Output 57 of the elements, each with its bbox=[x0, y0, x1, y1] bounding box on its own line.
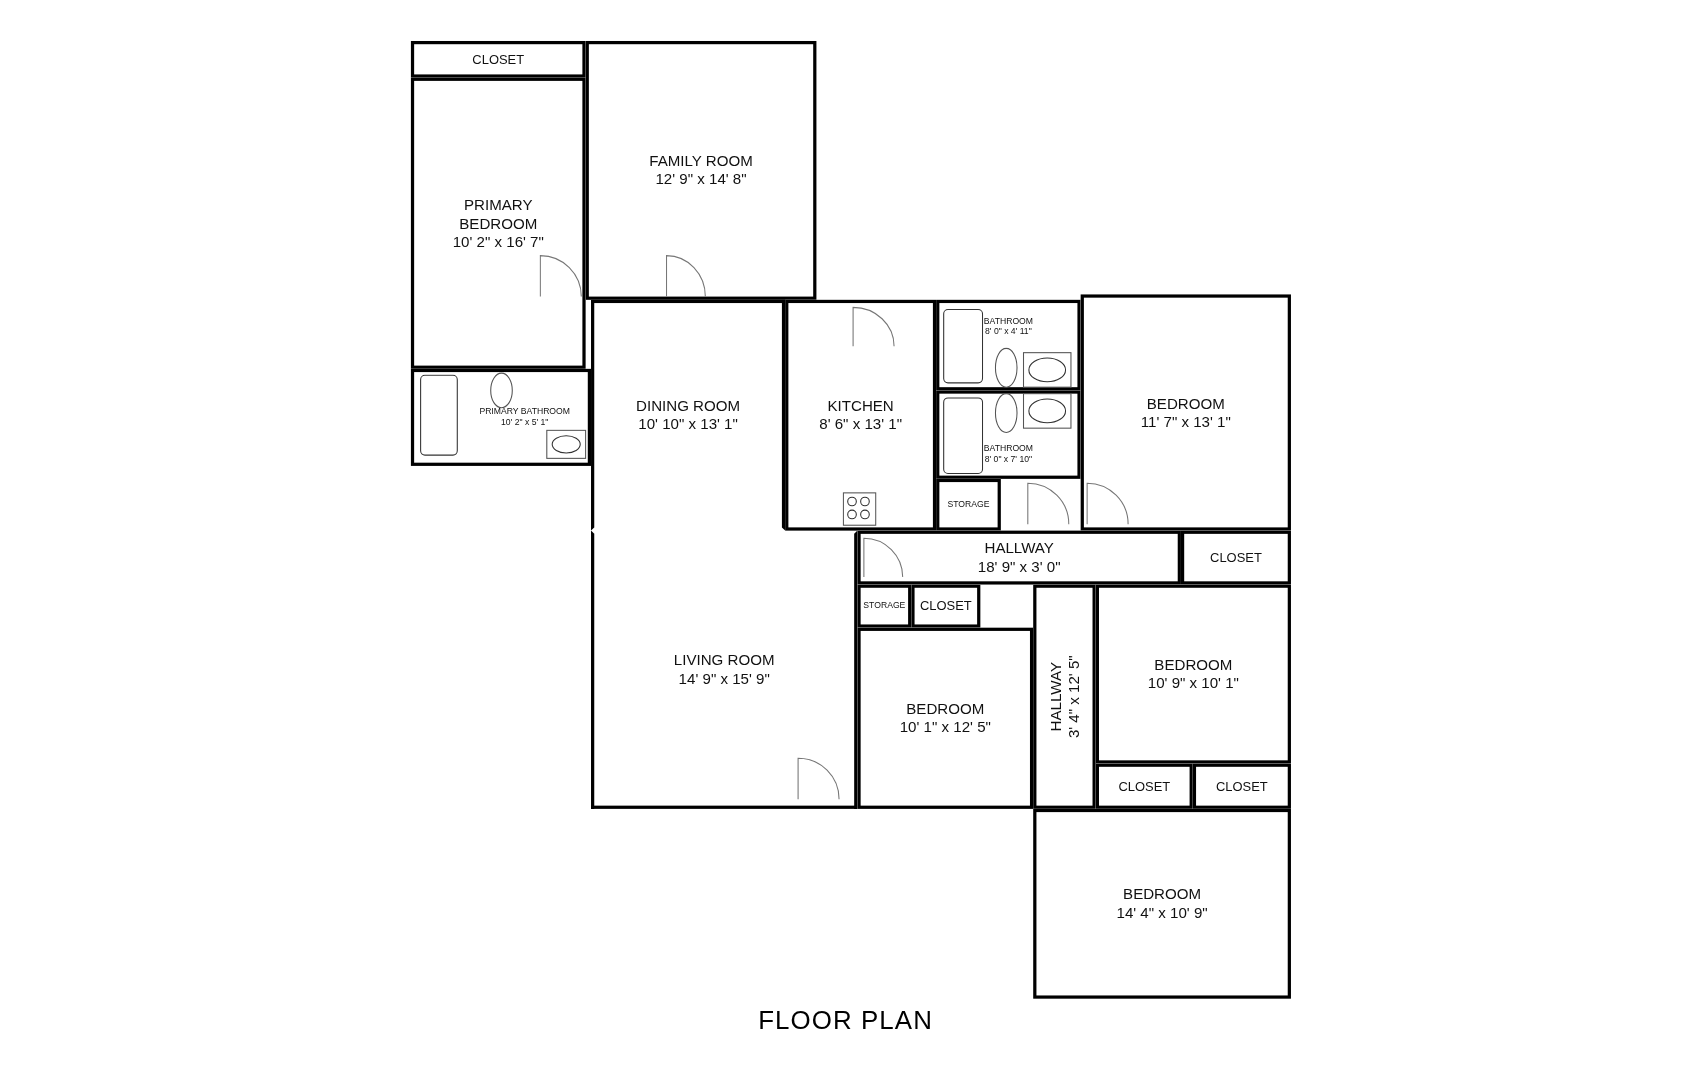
room-dimensions: 10' 1" x 12' 5" bbox=[899, 718, 991, 737]
room-dimensions: 10' 9" x 10' 1" bbox=[1147, 674, 1239, 693]
room-outline bbox=[410, 77, 586, 369]
room-name: CLOSET bbox=[1210, 548, 1262, 567]
room-dimensions: 10' 10" x 13' 1" bbox=[638, 415, 738, 434]
room-outline bbox=[1033, 584, 1096, 809]
room-name: BATHROOM bbox=[983, 443, 1033, 455]
room-outline bbox=[1033, 808, 1291, 999]
room-name: HALLWAY bbox=[984, 539, 1054, 558]
room-name: DINING ROOM bbox=[636, 396, 741, 416]
room-outline bbox=[1095, 763, 1193, 809]
room-outline bbox=[591, 530, 858, 809]
room-outline bbox=[585, 41, 817, 300]
room-name: CLOSET bbox=[919, 597, 972, 616]
room-dimensions: 8' 0" x 7' 10" bbox=[984, 454, 1033, 465]
room-dimensions: 14' 9" x 15' 9" bbox=[678, 669, 770, 689]
room-name: CLOSET bbox=[1118, 777, 1171, 796]
room-outline bbox=[936, 478, 1001, 531]
room-outline bbox=[591, 299, 786, 531]
room-name: HALLWAY bbox=[1046, 661, 1065, 734]
room-dimensions: 8' 0" x 4' 11" bbox=[985, 326, 1032, 338]
room-outline bbox=[936, 390, 1081, 479]
room-name: FAMILY ROOM bbox=[649, 152, 753, 171]
room-outline bbox=[785, 299, 937, 531]
room-name: BATHROOM bbox=[983, 316, 1033, 327]
room-name: CLOSET bbox=[1216, 777, 1268, 796]
room-name: STORAGE bbox=[863, 600, 906, 612]
room-outline bbox=[1180, 530, 1291, 585]
plan-caption: FLOOR PLAN bbox=[758, 1005, 933, 1035]
room-dimensions: 10' 2" x 5' 1" bbox=[501, 417, 549, 429]
room-name: STORAGE bbox=[947, 499, 990, 511]
room-name: BEDROOM bbox=[1146, 394, 1225, 413]
room-outline bbox=[410, 368, 591, 466]
room-outline bbox=[857, 530, 1181, 585]
room-outline bbox=[1095, 584, 1291, 764]
room-outline bbox=[857, 627, 1034, 809]
room-outline bbox=[857, 584, 912, 628]
room-dimensions: 8' 6" x 13' 1" bbox=[819, 415, 903, 434]
room-dimensions: 18' 9" x 3' 0" bbox=[977, 557, 1061, 576]
room-outline bbox=[410, 41, 586, 78]
room-name: BEDROOM bbox=[906, 699, 985, 719]
room-name: PRIMARY BEDROOM bbox=[458, 195, 539, 233]
room-dimensions: 11' 7" x 13' 1" bbox=[1140, 412, 1231, 431]
room-outline bbox=[936, 299, 1081, 391]
room-name: KITCHEN bbox=[827, 396, 894, 416]
room-name: LIVING ROOM bbox=[673, 651, 775, 670]
room-outline bbox=[911, 584, 981, 628]
room-name: CLOSET bbox=[472, 50, 525, 69]
room-outline bbox=[1080, 294, 1291, 531]
room-outline bbox=[1192, 763, 1291, 809]
room-name: BEDROOM bbox=[1154, 655, 1233, 675]
room-dimensions: 12' 9" x 14' 8" bbox=[655, 170, 747, 189]
room-name: BEDROOM bbox=[1123, 885, 1202, 904]
room-dimensions: 10' 2" x 16' 7" bbox=[452, 232, 544, 251]
room-dimensions: 3' 4" x 12' 5" bbox=[1064, 655, 1083, 739]
room-dimensions: 14' 4" x 10' 9" bbox=[1116, 903, 1208, 923]
room-name: PRIMARY BATHROOM bbox=[479, 406, 570, 418]
